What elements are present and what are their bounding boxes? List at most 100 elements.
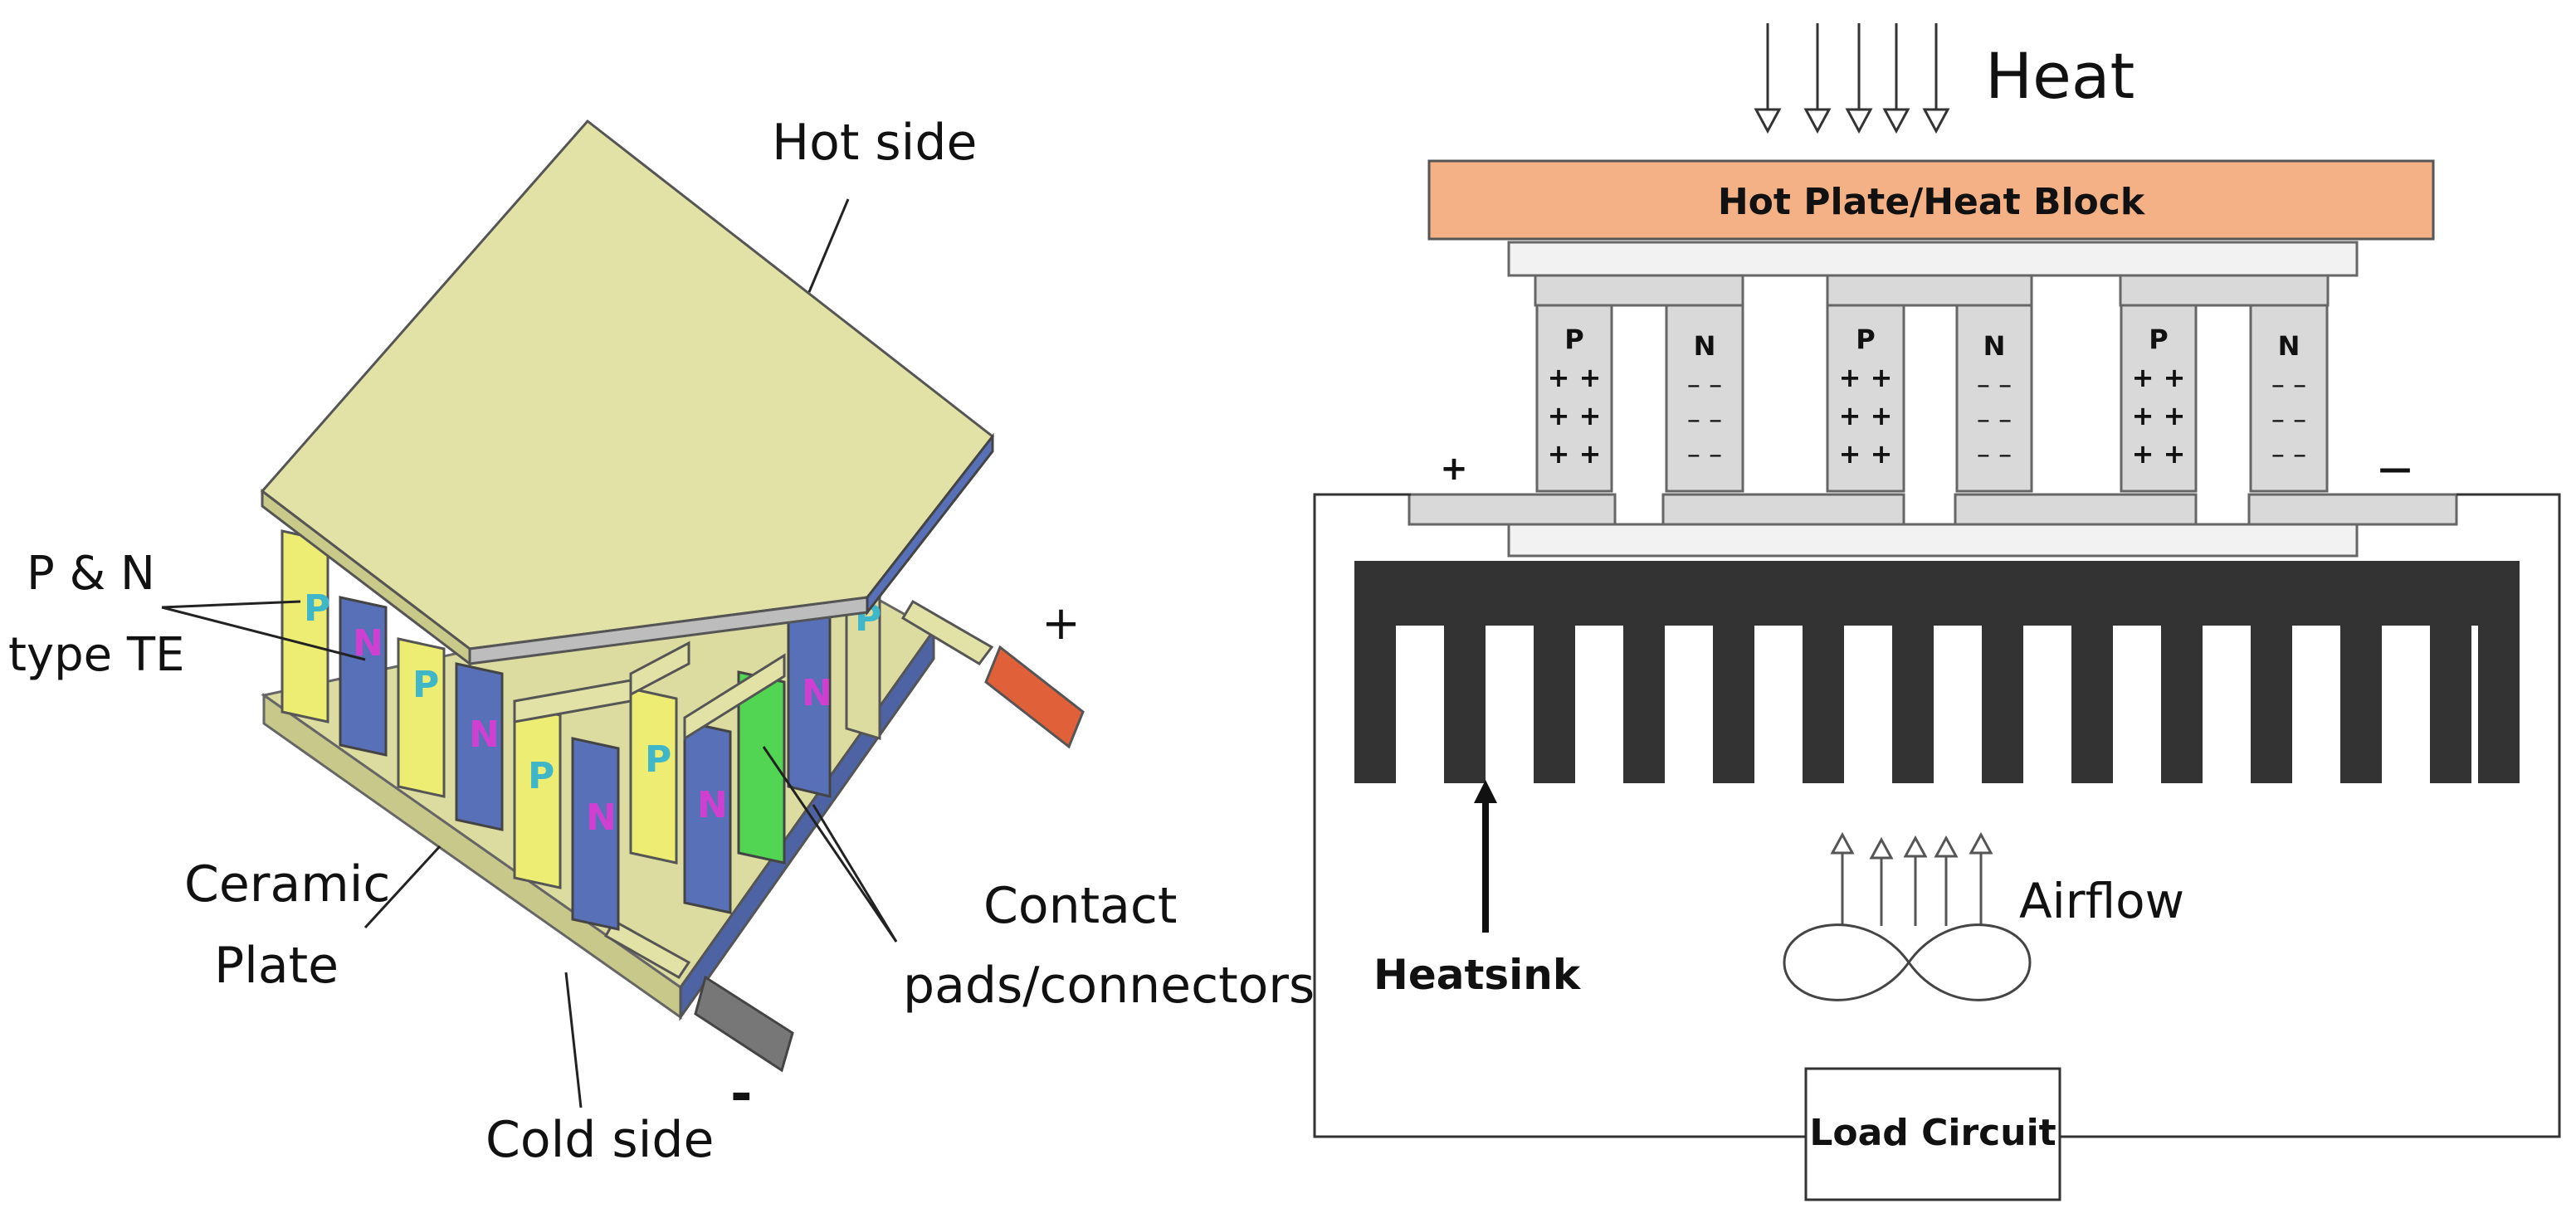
n-charges: – – [1977,368,2012,400]
heat-label: Heat [1985,39,2134,113]
negative-terminal-label: - [730,1064,753,1125]
arrow-down-icon [1754,108,1782,134]
heatsink-fin [2071,626,2113,783]
leg-letter-p: P [412,664,439,706]
arrow-up-icon [1934,835,1959,858]
airflow-label: Airflow [2019,873,2184,929]
n-element: N – – – – – – [1955,304,2033,493]
leader-line-pn [161,600,301,609]
n-charges: – – [1977,403,2012,435]
circuit-wire [2060,493,2561,1138]
leader-line-contact [812,804,898,943]
pn-type-label-line2: type TE [8,628,185,682]
arrow-down-icon [1845,108,1873,134]
n-charges: – – [1687,403,1722,435]
arrow-up-icon [1869,836,1894,860]
n-element: N – – – – – – [1665,304,1744,493]
top-conductor [1826,274,2033,307]
circuit-wire [1313,493,1806,1138]
hot-plate-label: Hot Plate/Heat Block [1718,181,2146,223]
p-charges: + + [1839,400,1893,431]
te-leg-p [397,637,446,798]
n-charges: – – [1687,368,1722,400]
p-element: P + + + + + + [1535,304,1613,493]
arrow-down-icon [1803,108,1832,134]
load-circuit-label: Load Circuit [1809,1112,2056,1154]
hot-plate [1427,159,2435,241]
pn-type-label-line1: P & N [27,547,155,601]
te-leg-n [571,737,620,931]
p-label: P [1564,324,1583,355]
leg-letter-n: N [586,796,617,839]
leader-line-contact [762,746,898,943]
p-charges: + + [1839,362,1893,393]
p-charges: + + [2132,362,2186,393]
p-element: P + + + + + + [2120,304,2198,493]
heatsink-fin [1713,626,1754,783]
heatsink-fin [1623,626,1665,783]
hot-side-plate [260,119,995,650]
contact-pad [629,641,690,697]
heatsink-fin [1803,626,1844,783]
bottom-conductor [1408,493,1617,526]
peltier-schematic: Heat Hot Plate/Heat Block P + + + + + + … [1313,23,2561,1201]
ceramic-plate-label-line1: Ceramic [184,855,390,913]
contact-pads-label-line1: Contact [983,877,1177,935]
hot-side-plate-edge-right [866,432,994,616]
leg-letter-n: N [697,784,728,826]
p-element: P + + + + + + [1826,304,1905,493]
n-element: N – – – – – – [2249,304,2329,493]
n-charges: – – [2271,368,2306,400]
top-conductor [1534,274,1744,307]
bottom-conductor [1661,493,1905,526]
contact-pad [683,653,786,741]
load-circuit-box [1804,1067,2061,1201]
n-label: N [1983,330,2006,362]
cold-side-label: Cold side [485,1111,714,1169]
heatsink-fin [2478,626,2520,783]
te-leg-n [455,662,504,831]
p-charges: + + [1548,362,1602,393]
contact-pad [513,679,632,723]
heatsink-fin [1354,626,1396,783]
leader-line-ceramic [363,845,442,929]
heatsink-fin [1982,626,2023,783]
heatsink-fin [2161,626,2203,783]
n-charges: – – [2271,403,2306,435]
ceramic-plate-label-line2: Plate [214,937,339,995]
negative-terminal-label: — [2378,450,2412,488]
n-charges: – – [1687,438,1722,470]
heatsink-fin [2251,626,2292,783]
p-charges: + + [1548,438,1602,470]
contact-pads-label-line2: pads/connectors [903,957,1315,1015]
leg-letter-n: N [469,714,500,756]
p-label: P [1856,324,1875,355]
airflow-arrows [1830,831,1993,926]
n-charges: – – [1977,438,2012,470]
p-charges: + + [1839,438,1893,470]
contact-pad [900,599,994,665]
leg-letter-p: P [304,587,330,630]
n-charges: – – [2271,438,2306,470]
heatsink-fin [1444,626,1486,783]
te-leg-n [339,596,388,757]
p-charges: + + [2132,400,2186,431]
positive-terminal-label: + [1440,450,1468,488]
leg-letter-p: P [645,738,671,781]
arrow-up-icon [1969,831,1993,855]
positive-wire [984,645,1085,749]
n-label: N [2278,330,2300,362]
positive-terminal-label: + [1042,597,1081,650]
heatsink-label: Heatsink [1373,951,1582,999]
arrow-up-icon [1474,780,1497,803]
heatsink-fin [2430,626,2471,783]
heat-arrows [1754,23,1950,134]
ceramic-top [1507,241,2359,277]
arrow-down-icon [1882,108,1910,134]
contact-pad [603,918,691,979]
p-charges: + + [2132,438,2186,470]
heatsink-fin [1534,626,1575,783]
bottom-conductor [1954,493,2198,526]
negative-wire [694,975,794,1073]
